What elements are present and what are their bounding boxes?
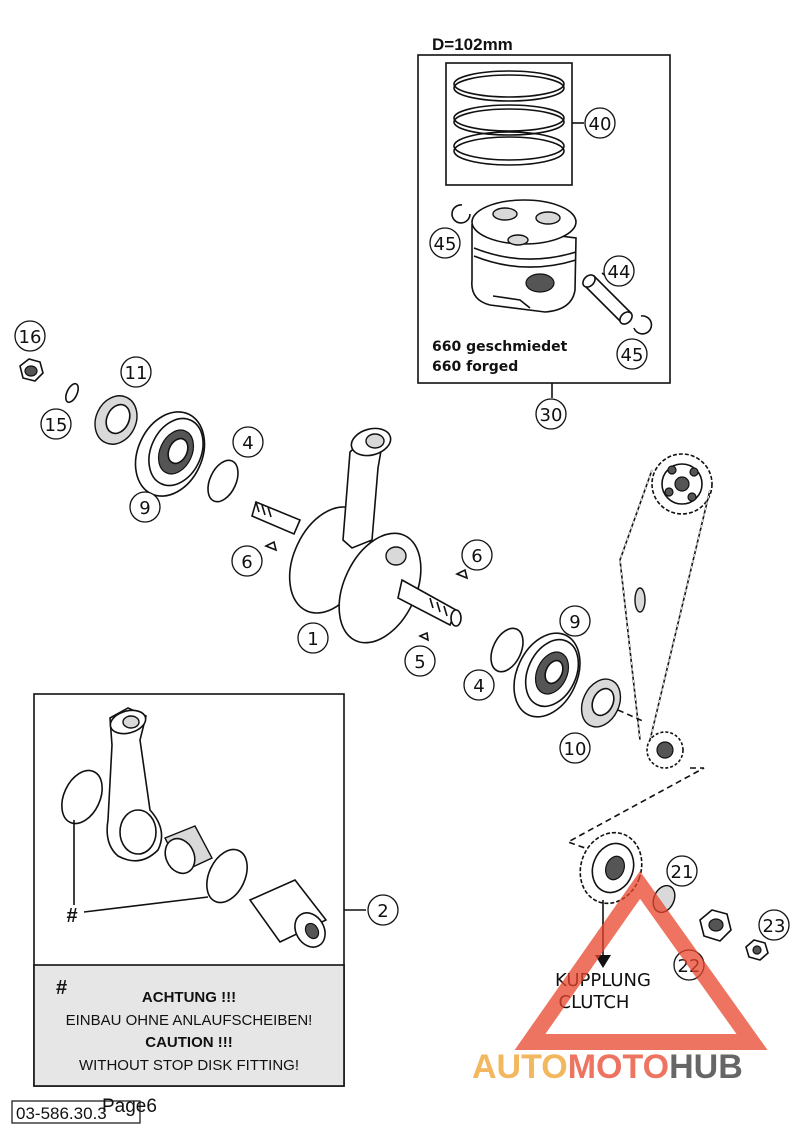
svg-text:45: 45	[621, 345, 644, 366]
callouts: 40 45 44 45 30 16 11 15 4 9 6 6 1 5 9 4 …	[14, 107, 790, 981]
piston-pin	[582, 274, 633, 325]
inset-hash-label: #	[66, 905, 77, 927]
forged-note-line2: 660 forged	[432, 359, 518, 375]
callout-9-right: 9	[559, 605, 591, 637]
timing-chain	[619, 453, 713, 769]
svg-text:11: 11	[125, 363, 148, 384]
callout-16: 16	[14, 320, 46, 352]
svg-text:9: 9	[569, 612, 580, 633]
svg-text:30: 30	[540, 405, 563, 426]
inset-thrust-washer-right	[206, 848, 248, 904]
callout-4-right: 4	[463, 669, 495, 701]
lock-washer	[65, 382, 79, 404]
piston-diameter-label: D=102mm	[432, 35, 513, 54]
piston-rings	[453, 70, 565, 166]
callout-23: 23	[758, 909, 790, 941]
piston-rings-frame	[445, 62, 573, 186]
callout-6-left: 6	[231, 545, 263, 577]
gear-lock-nut	[745, 939, 769, 961]
crankshaft	[251, 427, 462, 644]
svg-text:6: 6	[241, 552, 252, 573]
main-bearing-right	[513, 632, 581, 718]
gear-nut	[699, 909, 732, 942]
callout-10: 10	[559, 732, 591, 764]
piston-kit-box: D=102mm	[417, 35, 671, 398]
primary-gear	[579, 831, 643, 905]
callout-9-left: 9	[129, 491, 161, 523]
svg-text:16: 16	[19, 327, 42, 348]
svg-text:9: 9	[139, 498, 150, 519]
clutch-label-en: CLUTCH	[559, 992, 630, 1013]
svg-text:1: 1	[307, 629, 318, 650]
page-label: Page6	[102, 1096, 157, 1117]
inset-connecting-rod	[106, 707, 163, 862]
callout-11: 11	[120, 356, 152, 388]
svg-text:2: 2	[377, 901, 388, 922]
part-number: 03-586.30.3	[16, 1104, 107, 1123]
callout-15: 15	[40, 408, 72, 440]
piston	[471, 199, 577, 313]
svg-text:45: 45	[434, 234, 457, 255]
svg-text:40: 40	[589, 114, 612, 135]
callout-45-upper: 45	[429, 227, 461, 259]
callout-44: 44	[603, 255, 635, 287]
forged-note-line1: 660 geschmiedet	[432, 339, 568, 355]
crank-nut	[19, 358, 44, 382]
callout-30: 30	[535, 398, 567, 430]
needle-bearing	[164, 825, 213, 875]
shim-right	[490, 627, 524, 673]
oil-seal-right	[580, 678, 622, 728]
callout-4-left: 4	[232, 426, 264, 458]
conrod-inset: # # ACHTUNG !!! EINBAU OHNE ANLAUFSCHEIB…	[33, 693, 366, 1087]
svg-text:23: 23	[763, 916, 786, 937]
circlip-lower	[633, 315, 653, 335]
callout-21: 21	[666, 855, 698, 887]
caution-hash: #	[56, 977, 67, 999]
svg-text:15: 15	[45, 415, 68, 436]
caution-line2: EINBAU OHNE ANLAUFSCHEIBEN!	[66, 1012, 313, 1029]
svg-text:44: 44	[608, 262, 631, 283]
callout-5: 5	[404, 645, 436, 677]
oil-seal-left	[94, 395, 138, 445]
watermark-triangle	[514, 871, 768, 1050]
woodruff-key-left	[264, 540, 278, 552]
automotohub-logo: AUTOMOTOHUB	[472, 871, 768, 1086]
callout-2: 2	[367, 894, 399, 926]
piston-kit-frame	[417, 54, 671, 384]
shim-left	[207, 459, 239, 503]
caution-line3: CAUTION !!!	[145, 1034, 232, 1051]
svg-text:10: 10	[564, 739, 587, 760]
inset-thrust-washer-left	[61, 769, 103, 825]
caution-line4: WITHOUT STOP DISK FITTING!	[79, 1057, 299, 1074]
callout-6-right: 6	[461, 539, 493, 571]
crank-pin	[248, 879, 328, 948]
circlip-upper	[451, 204, 471, 224]
svg-text:6: 6	[471, 546, 482, 567]
callout-45-lower: 45	[616, 338, 648, 370]
callout-40: 40	[584, 107, 616, 139]
part-number-box	[11, 1100, 141, 1124]
woodruff-key-right	[455, 568, 469, 580]
caution-line1: ACHTUNG !!!	[142, 989, 236, 1006]
clutch-direction-arrow	[595, 955, 611, 968]
svg-text:4: 4	[242, 433, 253, 454]
crank-pin-key	[418, 631, 430, 642]
svg-text:21: 21	[671, 862, 694, 883]
main-bearing-left	[134, 411, 206, 497]
svg-text:5: 5	[414, 652, 425, 673]
svg-text:4: 4	[473, 676, 484, 697]
callout-1: 1	[297, 622, 329, 654]
watermark-text: AUTOMOTOHUB	[472, 1048, 743, 1086]
caution-panel	[33, 964, 345, 1087]
